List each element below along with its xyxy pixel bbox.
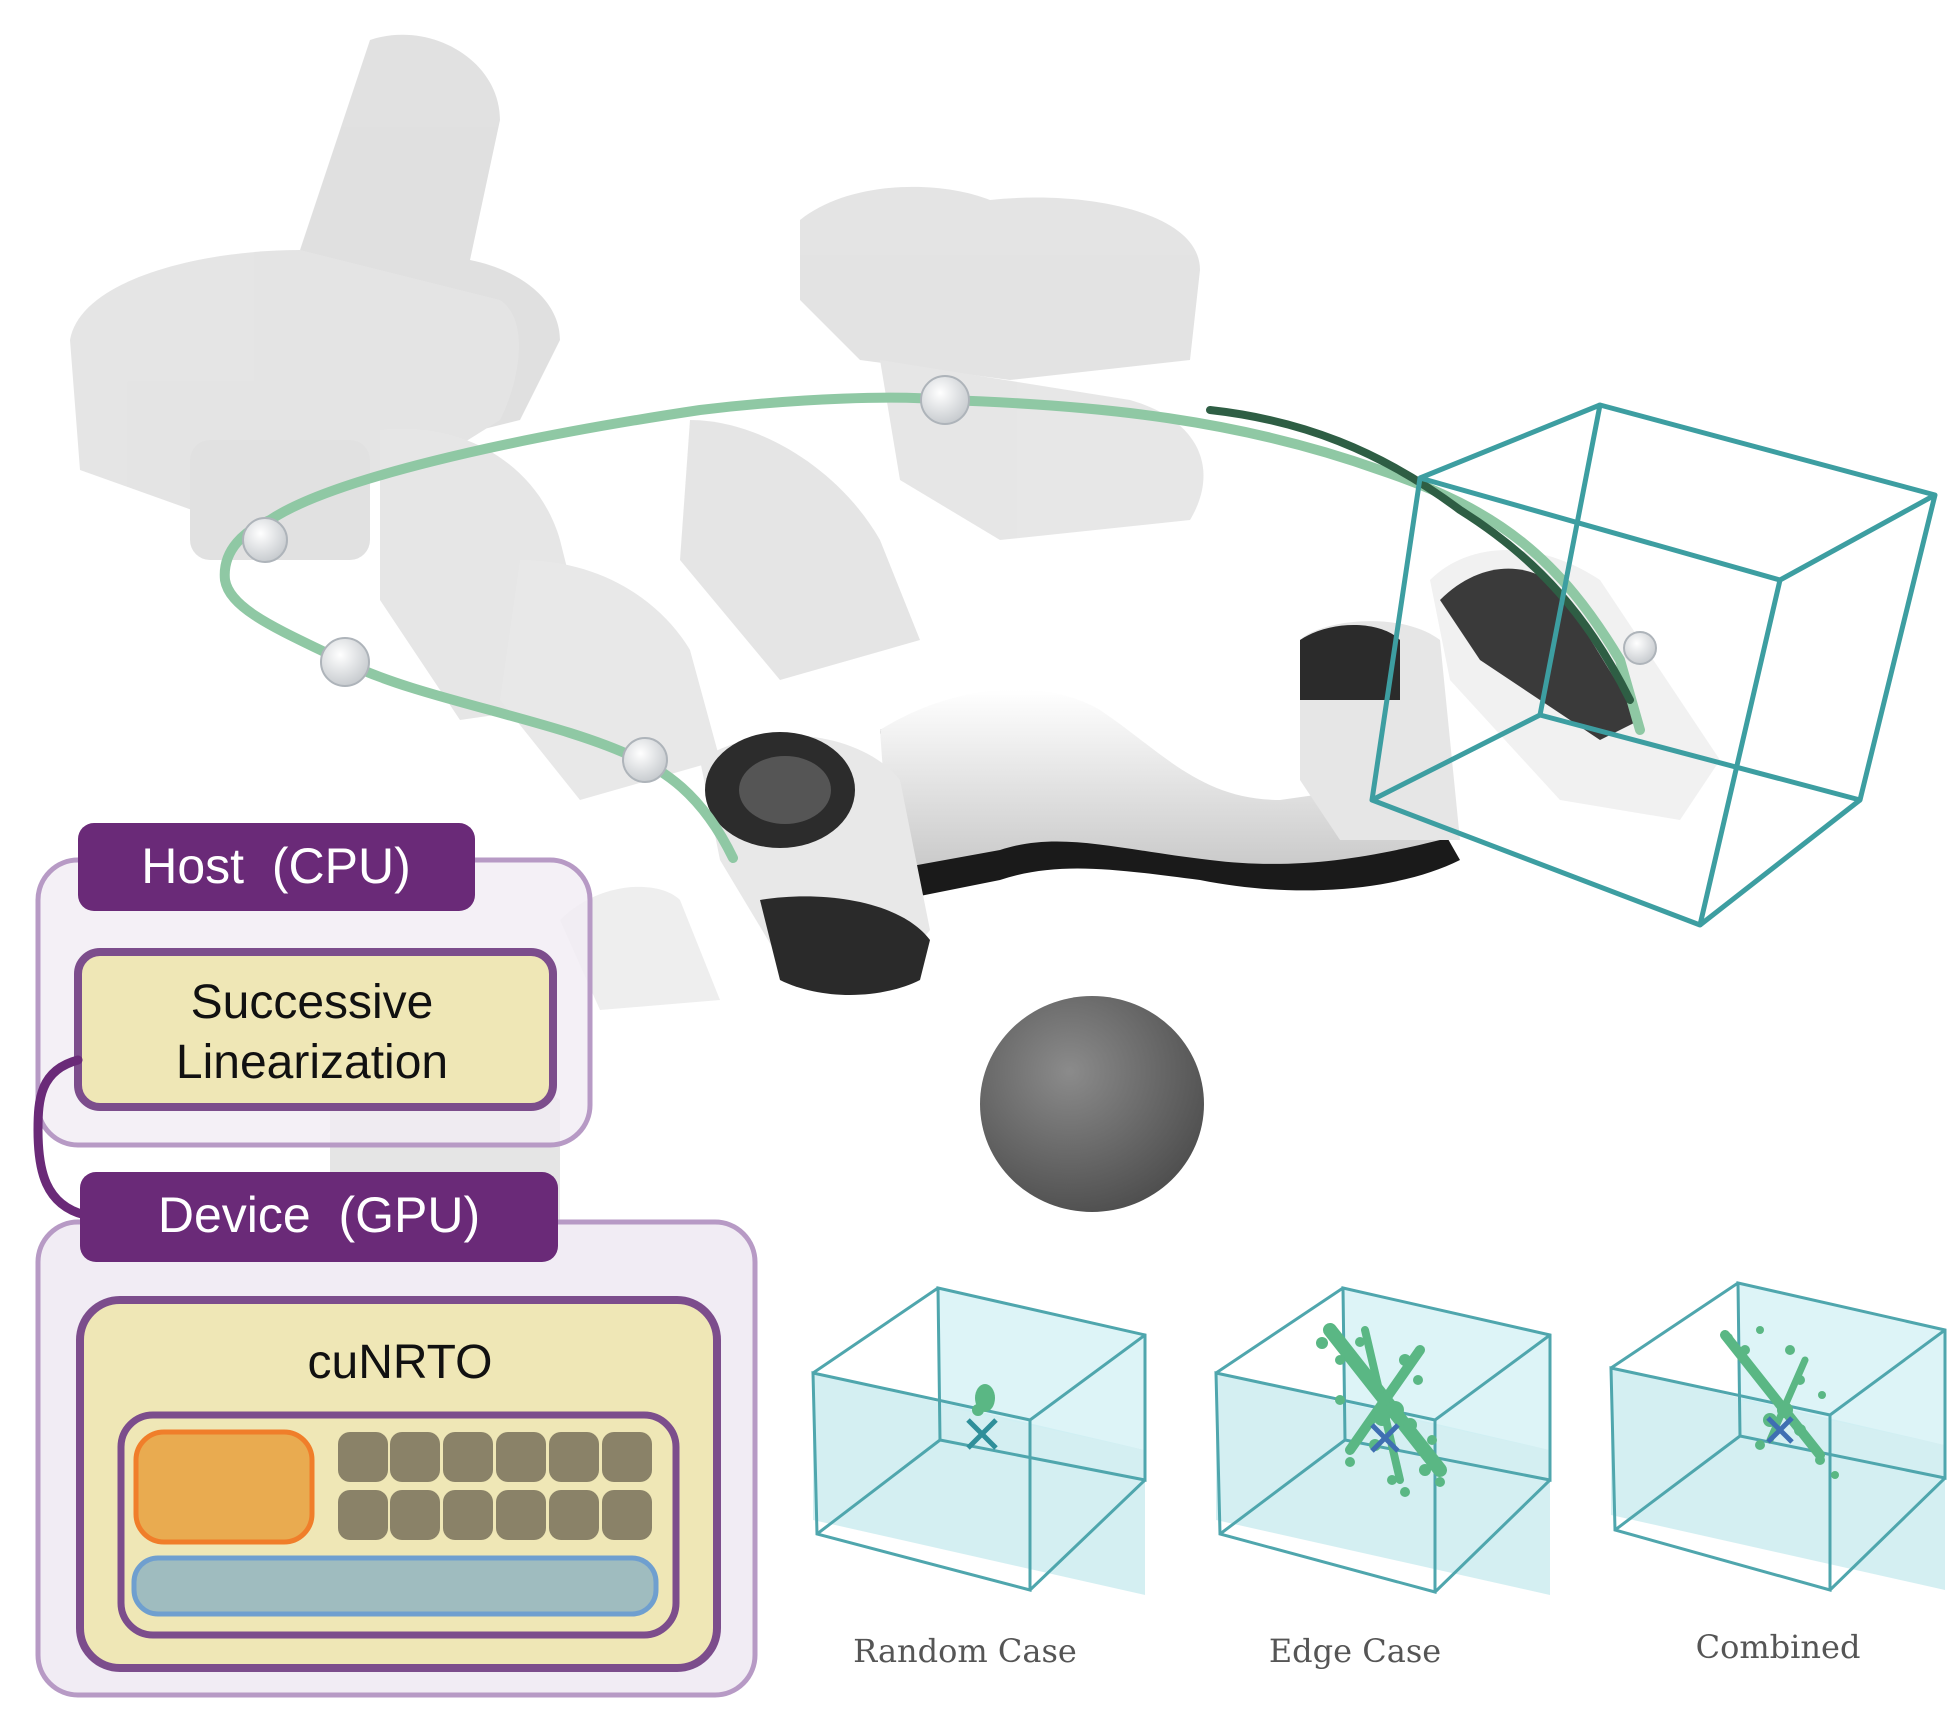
combined-case-points <box>1720 1326 1839 1479</box>
device-panel: Device (GPU) cuNRTO <box>35 1172 758 1698</box>
host-panel: Host (CPU) Successive Linearization <box>35 823 593 1148</box>
combined-case-cube <box>1609 1281 1947 1592</box>
successive-linearization-line2: Linearization <box>176 1036 448 1089</box>
edge-case-label: Edge Case <box>1269 1632 1441 1670</box>
successive-linearization-line1: Successive <box>191 976 434 1029</box>
random-case-label: Random Case <box>853 1632 1077 1670</box>
gpu-memory-bar <box>131 1555 659 1617</box>
edge-case-points <box>1316 1323 1447 1497</box>
combined-case-target-mark <box>1766 1416 1794 1444</box>
random-case-points <box>972 1384 995 1416</box>
random-case-target-mark <box>966 1418 998 1450</box>
host-device-connector <box>33 1055 90 1220</box>
gpu-cores <box>338 1432 652 1540</box>
gpu-control-unit <box>133 1429 315 1545</box>
edge-case-cube <box>1214 1286 1552 1595</box>
trajectory <box>219 392 1645 863</box>
combined-case-label: Combined <box>1696 1628 1861 1666</box>
edge-case-target-mark <box>1370 1423 1400 1453</box>
successive-linearization-block <box>74 948 557 1111</box>
device-title-badge <box>80 1172 558 1262</box>
obstacle-sphere <box>980 996 1204 1212</box>
random-case-cube <box>811 1286 1147 1595</box>
waypoint-nodes <box>242 375 1657 783</box>
goal-region-box <box>1369 402 1938 928</box>
host-title-badge <box>78 823 475 911</box>
cunrto-title: cuNRTO <box>308 1336 493 1389</box>
robot-arm <box>560 550 1720 1010</box>
